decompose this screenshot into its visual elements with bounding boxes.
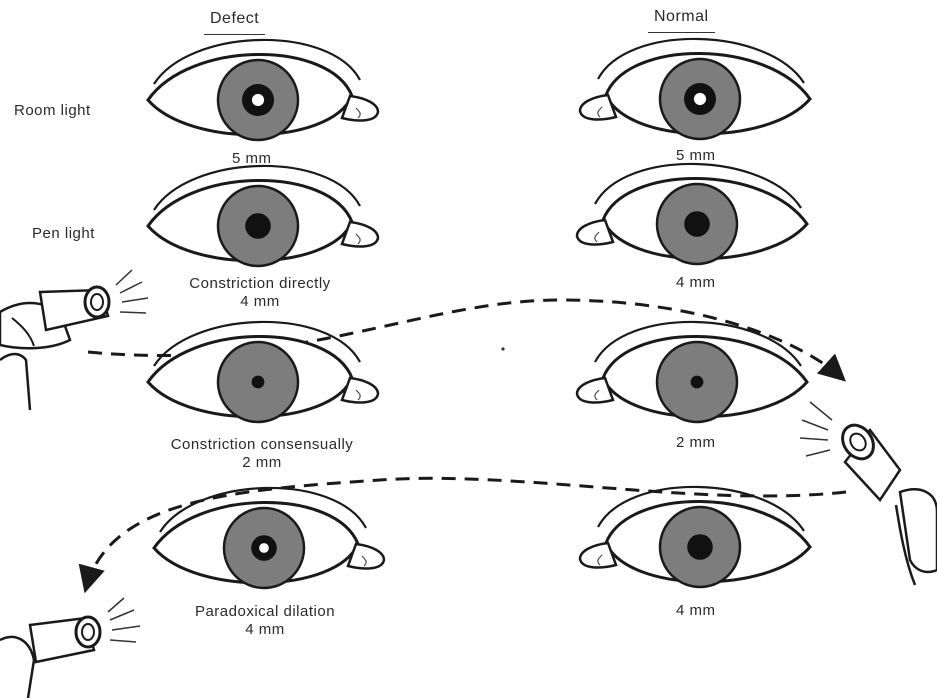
normal-row4-caption: 4 mm <box>676 602 716 619</box>
defect-direct-size: 4 mm <box>240 293 280 310</box>
defect-paradoxical-size: 4 mm <box>245 621 285 638</box>
defect-pen-eye <box>146 164 380 268</box>
normal-row4-eye <box>578 485 812 589</box>
stray-dot <box>501 347 505 351</box>
row-label-room-light: Room light <box>14 102 91 119</box>
defect-paradoxical-caption: Paradoxical dilation <box>194 603 336 620</box>
defect-consensual-size: 2 mm <box>242 454 282 471</box>
defect-room-eye <box>146 38 380 142</box>
normal-row3-caption: 2 mm <box>676 434 716 451</box>
column-header-normal: Normal <box>648 8 715 33</box>
defect-direct-caption: Constriction directly <box>189 275 331 292</box>
normal-row3-eye <box>575 320 809 424</box>
penlight-icon-right <box>799 401 937 586</box>
normal-room-caption: 5 mm <box>676 147 716 164</box>
penlight-icon-upper-left <box>0 269 149 411</box>
column-header-defect: Defect <box>204 10 266 35</box>
normal-pen-eye <box>575 162 809 266</box>
eyes-layer <box>146 37 812 590</box>
defect-consensual-caption: Constriction consensually <box>170 436 354 453</box>
defect-consensual-eye <box>146 320 380 424</box>
row-label-pen-light: Pen light <box>32 225 95 242</box>
swing-arrow-to-left <box>78 476 847 594</box>
penlight-icon-lower-left <box>0 597 141 698</box>
defect-paradoxical-eye <box>152 486 386 590</box>
normal-room-eye <box>578 37 812 141</box>
swing-arrow-to-right <box>87 298 847 382</box>
defect-room-caption: 5 mm <box>232 150 272 167</box>
normal-pen-caption: 4 mm <box>676 274 716 291</box>
